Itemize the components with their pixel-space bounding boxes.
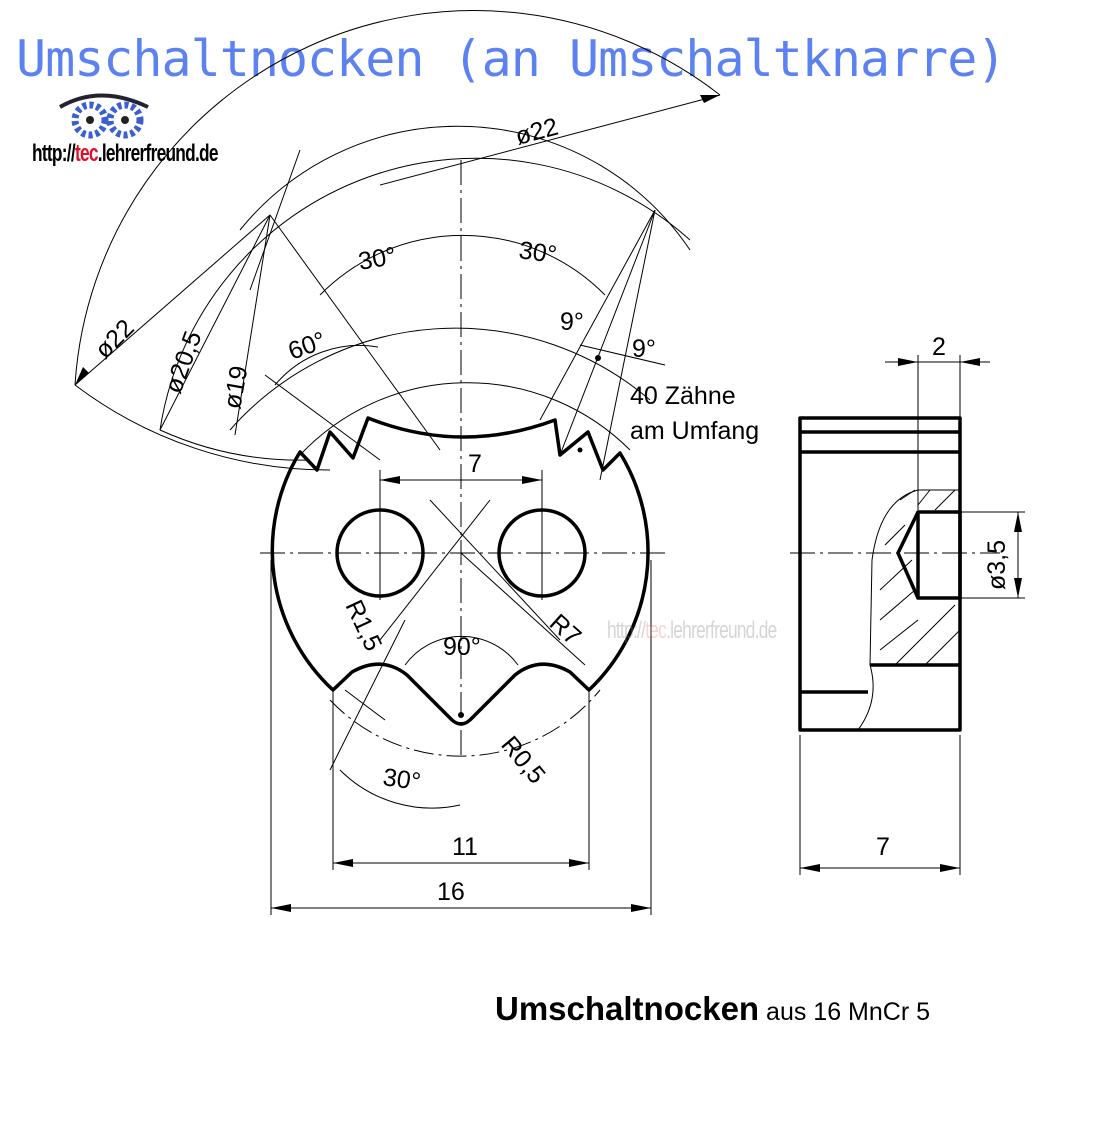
logo-url-suffix: .lehrerfreund.de xyxy=(97,140,219,167)
dim-angle-30-right: 30° xyxy=(517,236,558,269)
teeth-note-line2: am Umfang xyxy=(630,417,759,445)
part-caption: Umschaltnocken aus 16 MnCr 5 xyxy=(495,990,930,1028)
page-title: Umschaltnocken (an Umschaltknarre) xyxy=(16,30,1006,88)
dim-side-7: 7 xyxy=(876,833,890,861)
site-logo[interactable]: http://tec.lehrerfreund.de xyxy=(30,82,260,177)
owl-gears-icon xyxy=(59,93,149,139)
dim-r0-5: R0,5 xyxy=(495,731,550,789)
dim-16: 16 xyxy=(437,878,465,906)
dim-side-d3-5: ø3,5 xyxy=(983,540,1011,590)
dim-d22-left: ø22 xyxy=(89,314,139,364)
logo-url-highlight: tec xyxy=(74,140,99,167)
dim-side-2: 2 xyxy=(932,333,946,361)
dim-r7: R7 xyxy=(544,609,586,651)
dim-angle-60: 60° xyxy=(284,326,329,365)
watermark-url-prefix: http:// xyxy=(607,617,646,644)
dim-angle-9-right: 9° xyxy=(632,335,656,363)
dim-d20-5: ø20,5 xyxy=(159,327,207,397)
dim-7-holes: 7 xyxy=(468,450,482,478)
part-material: aus 16 MnCr 5 xyxy=(766,998,931,1026)
dim-angle-9-left: 9° xyxy=(560,308,584,336)
dim-d22-top: ø22 xyxy=(512,113,561,151)
dim-angle-90: 90° xyxy=(443,633,481,661)
part-name: Umschaltnocken xyxy=(495,990,760,1027)
dim-r1-5: R1,5 xyxy=(340,596,388,656)
watermark-url-highlight: tec xyxy=(645,617,667,644)
dim-11: 11 xyxy=(452,833,478,861)
logo-url-prefix: http:// xyxy=(32,140,76,167)
dim-d19: ø19 xyxy=(218,364,253,411)
dim-angle-30-left: 30° xyxy=(356,242,398,276)
teeth-note-line1: 40 Zähne xyxy=(630,382,736,410)
watermark-url-suffix: .lehrerfreund.de xyxy=(666,617,777,644)
dim-angle-30-bottom: 30° xyxy=(381,763,422,796)
watermark-logo: http://tec.lehrerfreund.de xyxy=(605,575,825,660)
